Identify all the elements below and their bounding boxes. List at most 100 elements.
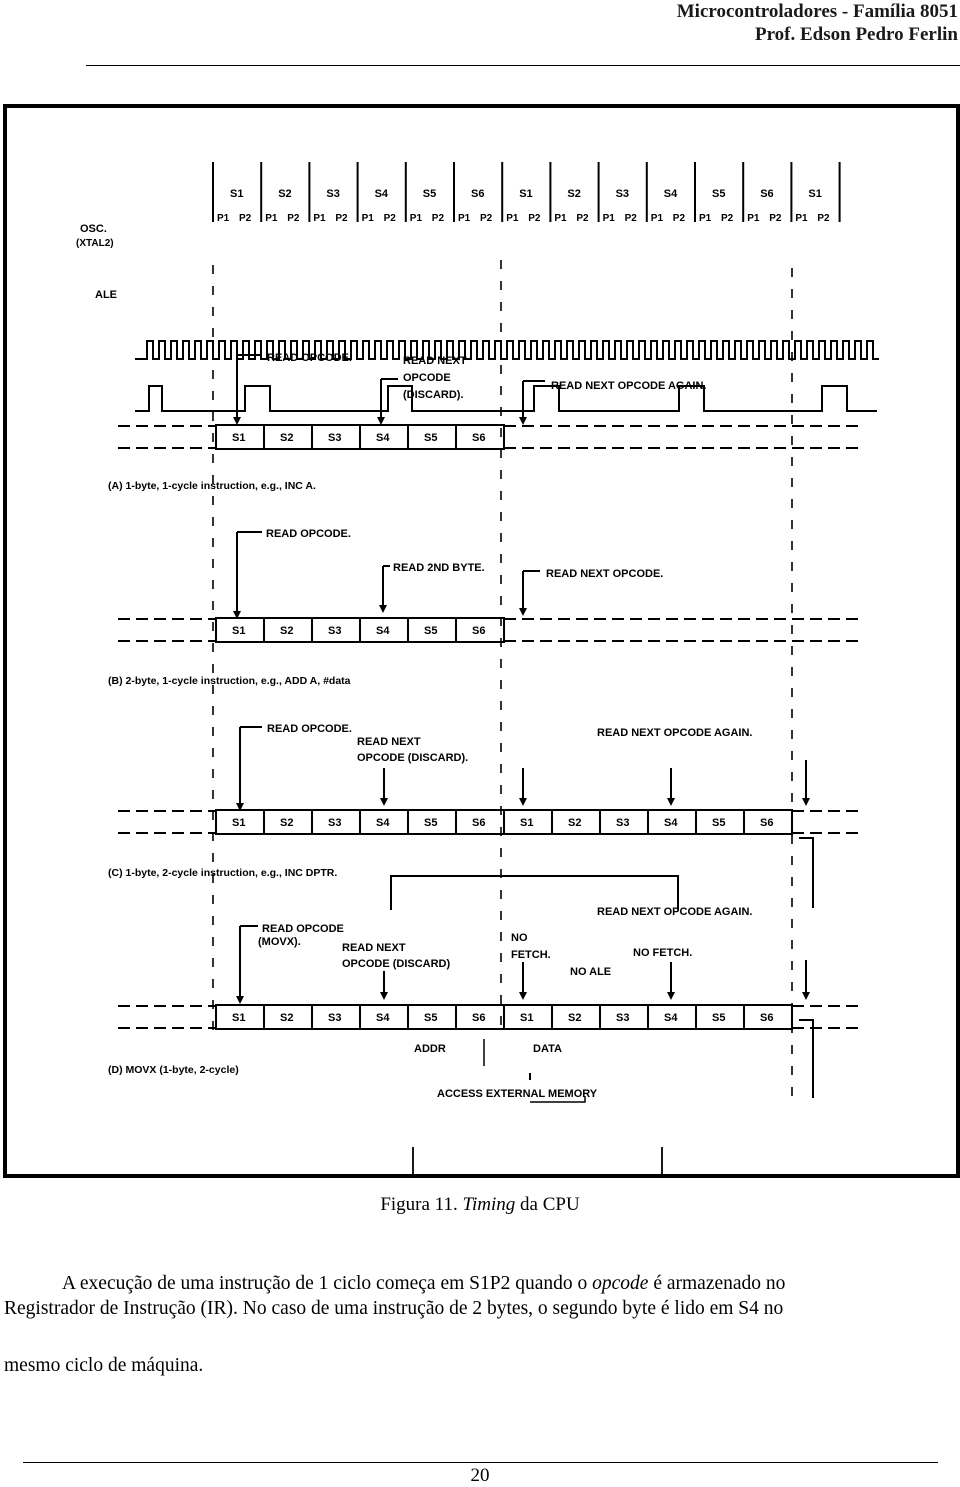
- row-state-label: S4: [664, 817, 678, 829]
- note-read-next: READ NEXT: [357, 736, 421, 748]
- caption-italic: Timing: [462, 1194, 516, 1215]
- arrow-head: [377, 417, 385, 425]
- paragraph-text: é armazenado no: [648, 1273, 786, 1294]
- row-state-label: S4: [376, 817, 390, 829]
- state-label: S4: [375, 188, 389, 200]
- arrow-head: [233, 611, 241, 619]
- arrow-head: [802, 992, 810, 1000]
- note-read-next-again: READ NEXT OPCODE AGAIN.: [597, 727, 752, 739]
- row-state-label: S6: [760, 1012, 773, 1024]
- panel-c-caption: (C) 1-byte, 2-cycle instruction, e.g., I…: [108, 867, 337, 879]
- row-state-label: S6: [472, 432, 485, 444]
- note-read-next: READ NEXT: [342, 942, 406, 954]
- paragraph-text: A execução de uma instrução de 1 ciclo c…: [62, 1273, 593, 1294]
- arrow-head: [236, 996, 244, 1004]
- row-state-label: S1: [232, 817, 245, 829]
- phase-label-p2: P2: [335, 213, 348, 224]
- phase-label-p1: P1: [554, 213, 567, 224]
- state-label: S2: [567, 188, 580, 200]
- arrow-head: [380, 798, 388, 806]
- row-state-label: S2: [280, 432, 293, 444]
- phase-label-p1: P1: [795, 213, 808, 224]
- row-state-label: S1: [232, 432, 245, 444]
- row-state-label: S4: [376, 625, 390, 637]
- panel-b-caption: (B) 2-byte, 1-cycle instruction, e.g., A…: [108, 675, 351, 687]
- phase-label-p1: P1: [603, 213, 616, 224]
- leader-again: [799, 837, 814, 908]
- state-label: S5: [423, 188, 436, 200]
- row-state-label: S6: [472, 1012, 485, 1024]
- note-read-opcode: READ OPCODE.: [267, 352, 352, 364]
- row-state-label: S3: [328, 432, 341, 444]
- phase-label-p1: P1: [699, 213, 712, 224]
- note-read-next: READ NEXT: [403, 355, 467, 367]
- phase-label-p1: P1: [362, 213, 375, 224]
- footer-rule: [23, 1462, 938, 1463]
- phase-label-p2: P2: [239, 213, 252, 224]
- phase-label-p1: P1: [458, 213, 471, 224]
- note-opcode: OPCODE: [403, 372, 451, 384]
- arrow-head: [667, 798, 675, 806]
- note-read-2nd-byte: READ 2ND BYTE.: [393, 562, 485, 574]
- ale-waveform: [135, 385, 877, 412]
- state-label: S3: [326, 188, 339, 200]
- arrow-head: [236, 803, 244, 811]
- row-state-label: S3: [328, 1012, 341, 1024]
- row-state-label: S4: [664, 1012, 678, 1024]
- note-read-opcode: READ OPCODE: [262, 923, 344, 935]
- row-state-label: S6: [472, 625, 485, 637]
- row-state-label: S3: [616, 817, 629, 829]
- state-label: S1: [230, 188, 243, 200]
- note-movx: (MOVX).: [258, 936, 301, 948]
- no-ale-mark: [530, 1096, 586, 1103]
- note-read-next-again: READ NEXT OPCODE AGAIN.: [551, 380, 706, 392]
- panel-d-caption: (D) MOVX (1-byte, 2-cycle): [108, 1064, 239, 1076]
- note-opcode-discard: OPCODE (DISCARD): [342, 958, 451, 970]
- phase-label-p2: P2: [480, 213, 493, 224]
- phase-label-p1: P1: [265, 213, 278, 224]
- caption-prefix: Figura 11.: [380, 1194, 463, 1215]
- phase-label-p1: P1: [313, 213, 326, 224]
- osc-label: OSC.: [80, 223, 107, 235]
- note-fetch: FETCH.: [511, 949, 551, 961]
- row-state-label: S3: [328, 625, 341, 637]
- row-state-label: S2: [568, 817, 581, 829]
- arrow-head: [802, 798, 810, 806]
- note-access-external-memory: ACCESS EXTERNAL MEMORY: [437, 1088, 598, 1100]
- arrow-head: [667, 992, 675, 1000]
- arrow-head: [233, 417, 241, 425]
- arrow-head: [519, 992, 527, 1000]
- row-state-label: S5: [424, 625, 437, 637]
- state-label: S4: [664, 188, 678, 200]
- note-data: DATA: [533, 1043, 562, 1055]
- state-label: S6: [760, 188, 773, 200]
- header-rule: [86, 65, 960, 66]
- row-state-label: S1: [520, 1012, 533, 1024]
- arrow-head: [519, 417, 527, 425]
- note-opcode-discard: OPCODE (DISCARD).: [357, 752, 468, 764]
- state-label: S3: [616, 188, 629, 200]
- phase-label-p1: P1: [506, 213, 519, 224]
- note-no-fetch-2: NO FETCH.: [633, 947, 692, 959]
- header-author: Prof. Edson Pedro Ferlin: [754, 24, 958, 45]
- figure-caption: Figura 11. Timing da CPU: [0, 1194, 960, 1216]
- row-state-label: S1: [520, 817, 533, 829]
- row-state-label: S1: [232, 1012, 245, 1024]
- row-state-label: S2: [280, 817, 293, 829]
- row-state-label: S4: [376, 432, 390, 444]
- row-state-label: S2: [280, 625, 293, 637]
- row-state-label: S5: [424, 432, 437, 444]
- state-label: S5: [712, 188, 725, 200]
- note-no-ale: NO ALE: [570, 966, 611, 978]
- row-state-label: S2: [280, 1012, 293, 1024]
- row-state-label: S3: [616, 1012, 629, 1024]
- phase-label-p2: P2: [287, 213, 300, 224]
- phase-label-p1: P1: [217, 213, 230, 224]
- row-state-label: S3: [328, 817, 341, 829]
- phase-label-p2: P2: [528, 213, 541, 224]
- row-state-label: S5: [712, 817, 725, 829]
- osc-waveform: [135, 340, 879, 360]
- phase-label-p2: P2: [673, 213, 686, 224]
